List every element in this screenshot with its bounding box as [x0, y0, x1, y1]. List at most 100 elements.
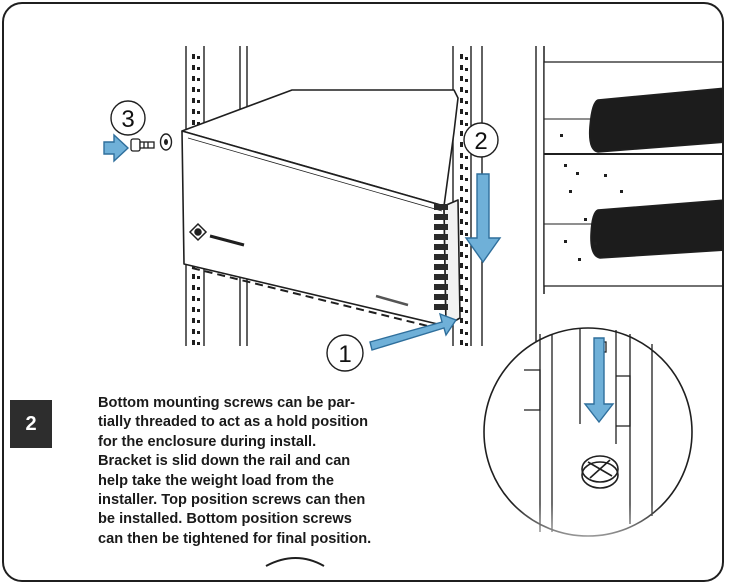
- brand-logo-icon: [188, 222, 245, 247]
- bracket-hole: [594, 242, 597, 245]
- rail-hole: [192, 87, 195, 92]
- zoom-detail: [483, 327, 693, 537]
- rail-hole: [197, 331, 200, 334]
- bracket-hole: [560, 134, 563, 137]
- bracket-side-view: [543, 46, 722, 294]
- callout-1-label: 1: [338, 341, 351, 368]
- callout-2: 2: [463, 122, 499, 158]
- rail-hole: [460, 98, 463, 103]
- rail-hole: [460, 241, 463, 246]
- rail-hole: [465, 112, 468, 115]
- port: [434, 304, 448, 310]
- rail-hole: [465, 233, 468, 236]
- rail-hole: [460, 153, 463, 158]
- rail-hole: [460, 318, 463, 323]
- rail-hole: [197, 276, 200, 279]
- rail-hole: [197, 56, 200, 59]
- instruction-line: installer. Top position screws can then: [98, 492, 366, 509]
- rail-hole: [460, 164, 463, 169]
- rail-hole: [465, 90, 468, 93]
- slide-down-arrow-icon: [464, 173, 502, 264]
- washer-icon: [159, 133, 173, 151]
- rail-hole: [465, 343, 468, 346]
- port: [434, 234, 448, 240]
- instruction-line: Bottom mounting screws can be par-: [98, 395, 356, 411]
- bracket-hole: [569, 190, 572, 193]
- rail-hole: [192, 120, 195, 125]
- rail-hole: [465, 79, 468, 82]
- rail-hole: [192, 340, 195, 345]
- bracket-hole: [564, 164, 567, 167]
- rail-hole: [465, 123, 468, 126]
- rail-hole: [460, 329, 463, 334]
- zoom-screw-icon: [581, 455, 619, 489]
- insert-arrow-icon: [369, 312, 458, 351]
- rail-hole: [465, 200, 468, 203]
- rail-hole: [197, 100, 200, 103]
- callout-3: 3: [110, 100, 146, 136]
- rail-hole: [197, 89, 200, 92]
- port: [434, 204, 448, 210]
- install-illustration: 3 2 1: [103, 46, 722, 567]
- instruction-line: tially threaded to act as a hold positio…: [98, 414, 369, 431]
- rail-hole: [460, 65, 463, 70]
- rail-hole: [460, 186, 463, 191]
- rail-hole: [197, 122, 200, 125]
- rail-hole: [460, 296, 463, 301]
- port: [434, 274, 448, 280]
- rail-hole: [192, 285, 195, 290]
- port: [434, 214, 448, 220]
- bracket-hole: [564, 240, 567, 243]
- rail-hole: [465, 244, 468, 247]
- rail-hole: [460, 274, 463, 279]
- rail-hole: [192, 65, 195, 70]
- rail-hole: [197, 309, 200, 312]
- step-number-badge: 2: [10, 400, 52, 448]
- zoom-down-arrow-icon: [583, 337, 615, 424]
- enclosure: [181, 89, 461, 327]
- rail-hole: [192, 76, 195, 81]
- rail-hole: [465, 332, 468, 335]
- rail-hole: [465, 288, 468, 291]
- rail-hole: [460, 120, 463, 125]
- rail-hole: [192, 296, 195, 301]
- screw-icon: [130, 138, 155, 152]
- rail-hole: [465, 178, 468, 181]
- rail-hole: [460, 263, 463, 268]
- rail-hole: [460, 307, 463, 312]
- instruction-text: Bottom mounting screws can be par- tiall…: [98, 394, 460, 549]
- rail-hole: [465, 211, 468, 214]
- port-column: [434, 204, 448, 310]
- rail-hole: [465, 101, 468, 104]
- bracket-hole: [604, 174, 607, 177]
- rail-hole: [197, 320, 200, 323]
- port: [434, 284, 448, 290]
- port: [434, 264, 448, 270]
- rail-hole: [460, 54, 463, 59]
- rail-hole: [197, 67, 200, 70]
- bracket-hole: [576, 172, 579, 175]
- instruction-line: can then be tightened for final position…: [98, 530, 372, 547]
- callout-2-label: 2: [474, 128, 487, 155]
- instruction-line: for the enclosure during install.: [98, 433, 317, 450]
- model-label-mark: [375, 294, 409, 307]
- rail-hole: [465, 310, 468, 313]
- instruction-line: be installed. Bottom position screws: [98, 511, 352, 528]
- rail-hole: [460, 208, 463, 213]
- rail-hole: [460, 197, 463, 202]
- tool-mark: [265, 557, 325, 567]
- rail-hole: [460, 252, 463, 257]
- rail-hole: [460, 142, 463, 147]
- rail-hole: [465, 299, 468, 302]
- callout-1: 1: [326, 334, 364, 372]
- rail-hole: [465, 255, 468, 258]
- bracket-hole: [620, 190, 623, 193]
- rail-hole: [460, 340, 463, 345]
- rail-hole: [192, 307, 195, 312]
- rail-hole: [460, 219, 463, 224]
- rail-hole: [460, 131, 463, 136]
- rail-hole: [460, 76, 463, 81]
- rail-hole: [460, 87, 463, 92]
- rail-hole: [465, 189, 468, 192]
- callout-3-label: 3: [121, 106, 134, 133]
